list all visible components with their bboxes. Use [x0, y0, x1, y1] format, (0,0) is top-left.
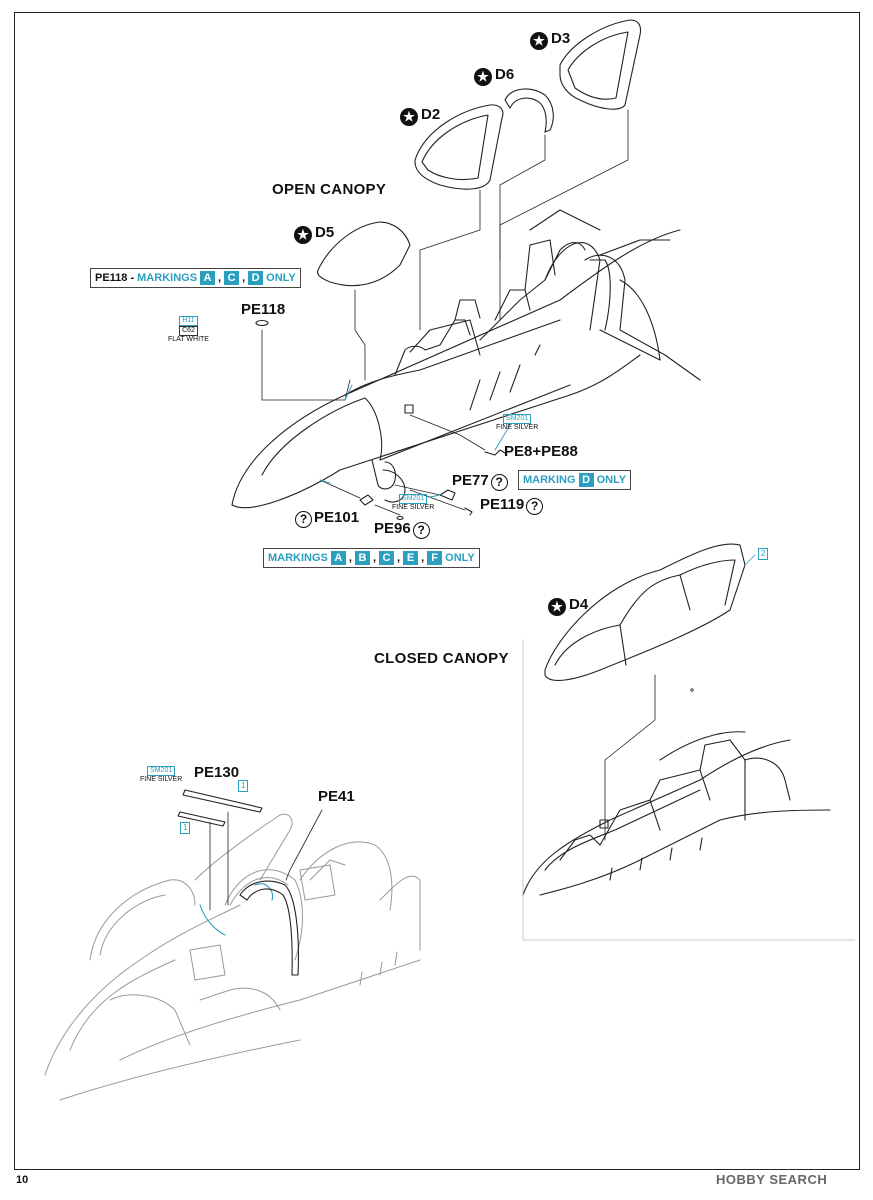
part-pe41-label: PE41 [318, 788, 355, 805]
part-d2-label: ★D2 [400, 106, 440, 126]
star-icon: ★ [548, 598, 566, 616]
canopy-d4-drawing [544, 543, 746, 681]
pe118-markings-banner: PE118 - MARKINGS A, C, D ONLY [90, 268, 301, 288]
star-icon: ★ [400, 108, 418, 126]
small-parts-open [255, 319, 506, 521]
markings-all-banner: MARKINGS A, B, C, E, F ONLY [263, 548, 480, 568]
open-canopy-title: OPEN CANOPY [272, 181, 387, 198]
cockpit-detail-drawing [44, 813, 421, 1101]
paint-callout-flat-white: H11 C62 FLAT WHITE [168, 316, 209, 343]
question-icon: ? [295, 511, 312, 528]
pe130-parts-drawing [177, 789, 274, 936]
step-number-1-bottom: 1 [180, 822, 191, 834]
paint-callout-silver-pe8: SM201 FINE SILVER [496, 414, 539, 431]
fuselage-open-drawing [231, 209, 701, 509]
leader-lines-closed [604, 554, 756, 841]
paint-leaders-open [319, 384, 511, 498]
part-pe118-label: PE118 [241, 301, 286, 318]
part-pe8-pe88-label: PE8+PE88 [504, 443, 578, 460]
question-icon: ? [412, 522, 430, 539]
part-pe101-label: ?PE101 [295, 509, 359, 528]
part-d6-label: ★D6 [474, 66, 514, 86]
marking-d-banner: MARKING D ONLY [518, 470, 632, 490]
star-icon: ★ [294, 226, 312, 244]
step-number-2: 2 [758, 548, 769, 560]
step-number-1-top: 1 [238, 780, 249, 792]
part-pe77-label: PE77? [452, 472, 508, 491]
canopy-d5-drawing [316, 221, 411, 287]
part-d4-label: ★D4 [548, 596, 588, 616]
star-icon: ★ [474, 68, 492, 86]
closed-panel-border [522, 639, 856, 941]
closed-canopy-title: CLOSED CANOPY [374, 650, 509, 667]
watermark: HOBBY SEARCH [716, 1172, 828, 1187]
page-number: 10 [16, 1174, 29, 1186]
paint-callout-silver-pe130: SM201 FINE SILVER [140, 766, 183, 783]
fuselage-closed-drawing [522, 731, 831, 896]
paint-callout-silver-pe96: SM201 FINE SILVER [392, 494, 435, 511]
star-icon: ★ [530, 32, 548, 50]
question-icon: ? [526, 498, 544, 515]
part-pe130-label: PE130 [194, 764, 240, 781]
part-d5-label: ★D5 [294, 224, 334, 244]
canopy-d6-drawing [504, 88, 554, 133]
question-icon: ? [490, 474, 508, 491]
part-pe96-label: PE96? [374, 520, 430, 539]
part-d3-label: ★D3 [530, 30, 570, 50]
page-frame [14, 12, 860, 1170]
leader-lines-open [261, 109, 629, 516]
pe41-part-drawing [239, 809, 323, 976]
canopy-d3-drawing [559, 19, 642, 110]
canopy-d2-drawing [414, 104, 504, 190]
part-pe119-label: PE119? [480, 496, 544, 515]
